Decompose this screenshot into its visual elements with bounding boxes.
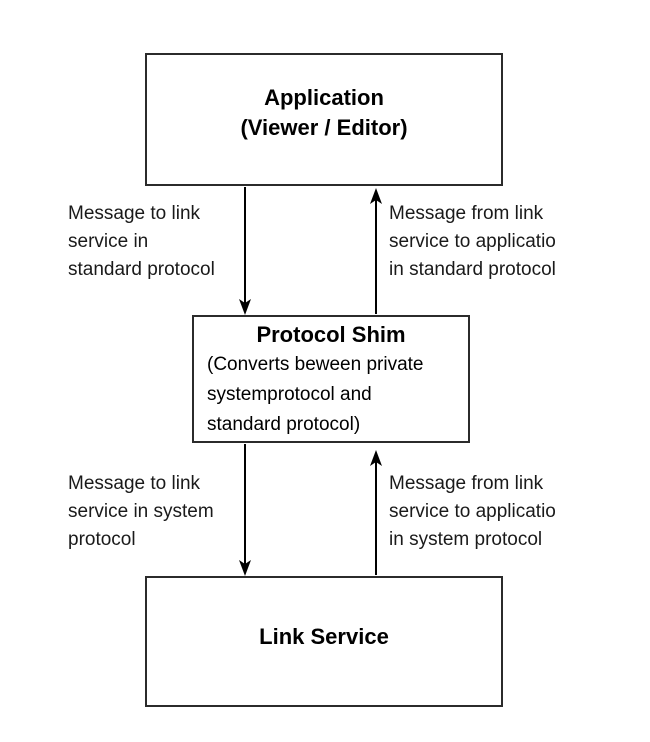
edge-label-shim-to-link: Message to link service in system protoc… [68,470,214,554]
arrow-shim-to-link [239,444,251,576]
node-application-subtitle: (Viewer / Editor) [240,115,408,140]
edge-label-line: service in system [68,501,214,522]
arrow-app-to-shim [239,187,251,315]
edge-label-app-to-shim: Message to link service in standard prot… [68,200,215,284]
node-application-text: Application (Viewer / Editor) [147,83,501,143]
node-protocol-shim: Protocol Shim (Converts beween private s… [192,315,470,443]
edge-label-line: standard protocol [68,259,215,280]
edge-label-line: Message to link [68,203,201,224]
edge-label-line: Message from link [389,203,544,224]
node-protocol-shim-line: (Converts beween private [207,354,424,375]
edge-label-shim-to-app: Message from link service to applicatio … [389,200,556,284]
node-application: Application (Viewer / Editor) [145,53,503,186]
edge-label-line: protocol [68,529,136,550]
edge-label-line: in system protocol [389,529,543,550]
node-protocol-shim-title: Protocol Shim [256,322,406,347]
node-protocol-shim-description: (Converts beween private systemprotocol … [207,350,607,440]
edge-label-line: in standard protocol [389,259,556,280]
node-link-service-text: Link Service [147,622,501,652]
edge-label-line: Message from link [389,473,544,494]
node-protocol-shim-line: standard protocol) [207,414,361,435]
edge-label-line: service to applicatio [389,231,556,252]
arrow-shim-to-app [370,188,382,314]
edge-label-link-to-shim: Message from link service to applicatio … [389,470,556,554]
node-protocol-shim-line: systemprotocol and [207,384,372,405]
edge-label-line: Message to link [68,473,201,494]
edge-label-line: service in [68,231,149,252]
edge-label-line: service to applicatio [389,501,556,522]
arrow-link-to-shim [370,450,382,575]
node-link-service: Link Service [145,576,503,707]
node-link-service-title: Link Service [259,624,389,649]
node-application-title: Application [264,85,384,110]
